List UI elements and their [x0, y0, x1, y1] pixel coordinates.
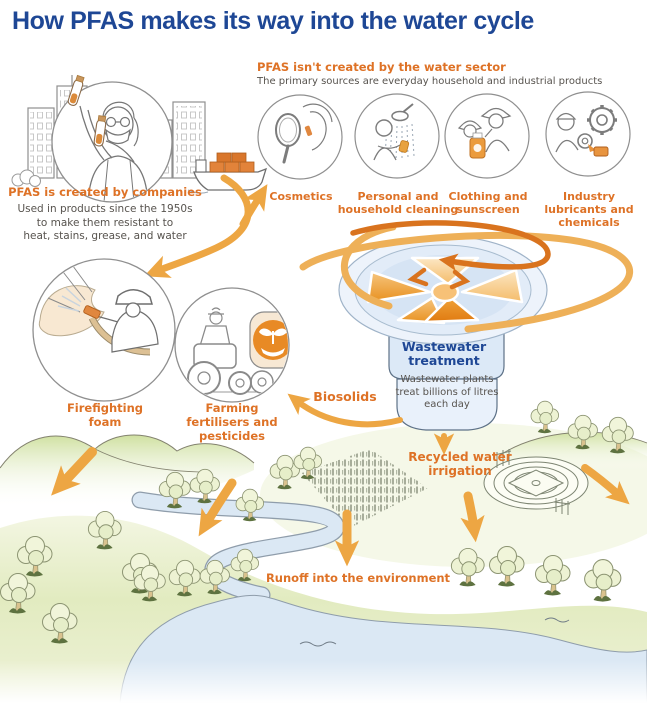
- other-source-circles: [32, 258, 290, 403]
- page-title: How PFAS makes its way into the water cy…: [12, 7, 534, 35]
- swirl-chevron: [449, 269, 471, 290]
- created-by-companies-heading: PFAS is created by companies: [8, 185, 202, 199]
- mirror-icon: [275, 103, 333, 164]
- cosmetics-circle: [257, 94, 343, 180]
- irrigation-pivot: [483, 449, 589, 515]
- tractor-icon: [178, 307, 288, 395]
- label-personal-cleaning: Personal and household cleaning: [337, 190, 459, 217]
- arrow-biosolids: [287, 393, 403, 428]
- wastewater-treatment-body: Wastewater plants treat billions of litr…: [395, 374, 499, 410]
- arrow-farm-runoff: [198, 478, 237, 537]
- bottom-fade: [0, 660, 647, 703]
- created-by-companies-body: Used in products since the 1950s to make…: [17, 203, 193, 243]
- cleaning-circle: [354, 93, 440, 179]
- label-industry-chemicals: Industry lubricants and chemicals: [544, 190, 634, 230]
- firefighter-icon: [38, 261, 159, 356]
- test-tube-icon: [93, 115, 107, 147]
- swirl-chevron: [407, 267, 429, 287]
- label-recycled-water: Recycled water irrigation: [408, 450, 512, 479]
- hills-left: [0, 434, 255, 509]
- label-firefighting-foam: Firefighting foam: [66, 401, 144, 429]
- swirl-outer: [299, 231, 634, 333]
- source-circles: [257, 91, 631, 180]
- label-runoff: Runoff into the environment: [265, 571, 451, 585]
- label-farming-fertilisers: Farming fertilisers and pesticides: [186, 401, 278, 443]
- arrow-irrigation-right: [581, 464, 630, 505]
- vortex-illustration: [299, 220, 634, 345]
- landscape-illustration: [0, 400, 647, 703]
- test-tube-icon: [67, 74, 85, 106]
- crop-field: [302, 449, 428, 528]
- label-cosmetics: Cosmetics: [269, 190, 333, 203]
- arrow-foam-runoff: [51, 447, 97, 496]
- clothing-circle: [444, 93, 530, 179]
- scientist-icon: [79, 101, 149, 201]
- not-water-sector-subheading: The primary sources are everyday househo…: [257, 76, 603, 87]
- swirl-left: [341, 223, 397, 310]
- city-scientist-illustration: [11, 74, 268, 278]
- plant-bubble: [396, 378, 498, 431]
- arrow-to-sources: [239, 184, 268, 228]
- gear-icon: [555, 105, 617, 157]
- arrow-to-firefighting: [144, 174, 252, 278]
- label-biosolids: Biosolids: [313, 389, 377, 404]
- wastewater-treatment-heading: Wastewater treatment: [401, 339, 487, 369]
- sunscreen-icon: [457, 107, 512, 159]
- arrow-irrigation-left: [460, 491, 485, 543]
- label-clothing-sunscreen: Clothing and sunscreen: [448, 190, 528, 217]
- swirl-inner-arrow: [350, 220, 551, 272]
- not-water-sector-heading: PFAS isn't created by the water sector: [257, 60, 506, 74]
- shower-icon: [373, 103, 415, 162]
